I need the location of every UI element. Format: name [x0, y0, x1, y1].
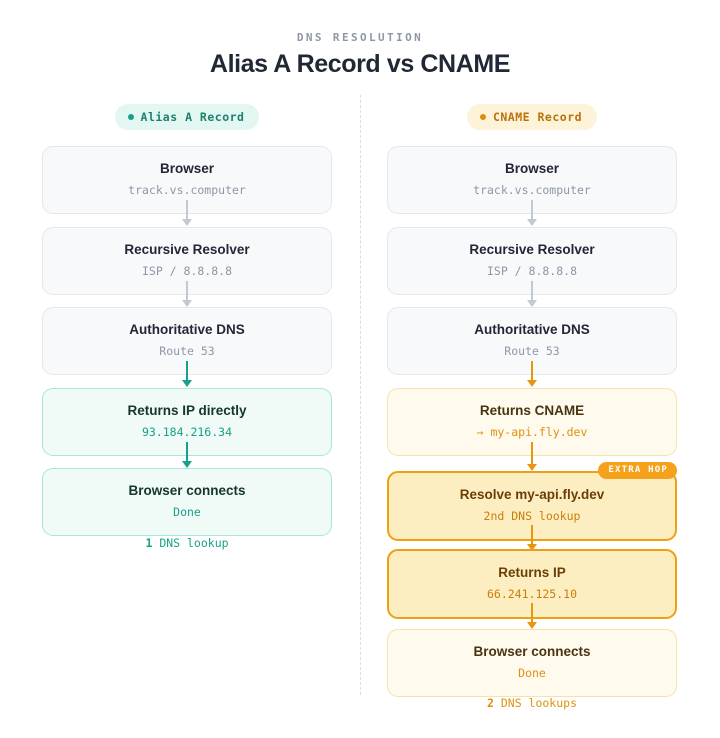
node-subtitle: 2nd DNS lookup: [483, 508, 581, 523]
arrow-returns-ip-to-connects: [182, 442, 192, 468]
arrow-authoritative-to-cname: [527, 361, 537, 387]
page-title: Alias A Record vs CNAME: [209, 50, 511, 78]
node-returns-ip-directly: Returns IP directly 93.184.216.34: [42, 388, 332, 456]
arrow-resolver-to-authoritative: [182, 281, 192, 307]
lookup-count-alias: 1 DNS lookup: [42, 536, 332, 550]
node-title: Returns IP: [498, 565, 566, 580]
node-subtitle: → my-api.fly.dev: [476, 424, 588, 439]
node-title: Browser connects: [473, 644, 591, 659]
amber-dot-icon: [479, 114, 486, 120]
badge-cname-record-wrap: CNAME Record: [387, 104, 677, 130]
lookup-count-label: DNS lookups: [500, 696, 578, 710]
node-title: Recursive Resolver: [469, 242, 595, 257]
extra-hop-badge: EXTRA HOP: [598, 462, 677, 479]
teal-dot-icon: [127, 114, 134, 120]
node-browser-connects: Browser connects Done: [42, 468, 332, 536]
arrow-returns-ip-to-connects: [527, 603, 537, 629]
node-title: Resolve my-api.fly.dev: [459, 487, 605, 502]
node-browser: Browser track.vs.computer: [42, 146, 332, 214]
node-subtitle: track.vs.computer: [128, 182, 246, 197]
node-title: Browser: [159, 161, 215, 176]
node-title: Authoritative DNS: [129, 322, 245, 337]
badge-alias-a-record-wrap: Alias A Record: [42, 104, 332, 130]
node-subtitle: 93.184.216.34: [141, 424, 232, 439]
badge-alias-a-record: Alias A Record: [114, 104, 260, 130]
lookup-count-label: DNS lookup: [159, 536, 229, 550]
node-title: Authoritative DNS: [474, 322, 590, 337]
arrow-authoritative-to-returns-ip: [182, 361, 192, 387]
lookup-count-cname: 2 DNS lookups: [387, 696, 677, 710]
node-subtitle: ISP / 8.8.8.8: [141, 263, 232, 278]
node-title: Returns IP directly: [127, 403, 247, 418]
badge-label: Alias A Record: [140, 110, 245, 124]
node-subtitle: Done: [173, 504, 201, 519]
badge-label: CNAME Record: [492, 110, 583, 124]
node-subtitle: Route 53: [504, 343, 560, 358]
node-title: Browser: [504, 161, 560, 176]
node-recursive-resolver: Recursive Resolver ISP / 8.8.8.8: [42, 227, 332, 295]
arrow-browser-to-resolver: [527, 200, 537, 226]
node-subtitle: ISP / 8.8.8.8: [486, 263, 577, 278]
node-browser-connects: Browser connects Done: [387, 629, 677, 697]
arrow-browser-to-resolver: [182, 200, 192, 226]
node-subtitle: Done: [518, 665, 546, 680]
node-subtitle: 66.241.125.10: [486, 586, 577, 601]
column-divider: [360, 95, 361, 695]
node-subtitle: track.vs.computer: [473, 182, 591, 197]
node-title: Recursive Resolver: [124, 242, 250, 257]
arrow-cname-to-resolve: [527, 442, 537, 471]
lookup-count-number: 2: [486, 696, 494, 710]
node-title: Browser connects: [128, 483, 246, 498]
arrow-resolve-to-returns-ip: [527, 525, 537, 551]
arrow-resolver-to-authoritative: [527, 281, 537, 307]
lookup-count-number: 1: [145, 536, 153, 550]
badge-cname-record: CNAME Record: [466, 104, 598, 130]
eyebrow-label: DNS RESOLUTION: [296, 31, 424, 44]
node-title: Returns CNAME: [479, 403, 585, 418]
node-subtitle: Route 53: [159, 343, 215, 358]
